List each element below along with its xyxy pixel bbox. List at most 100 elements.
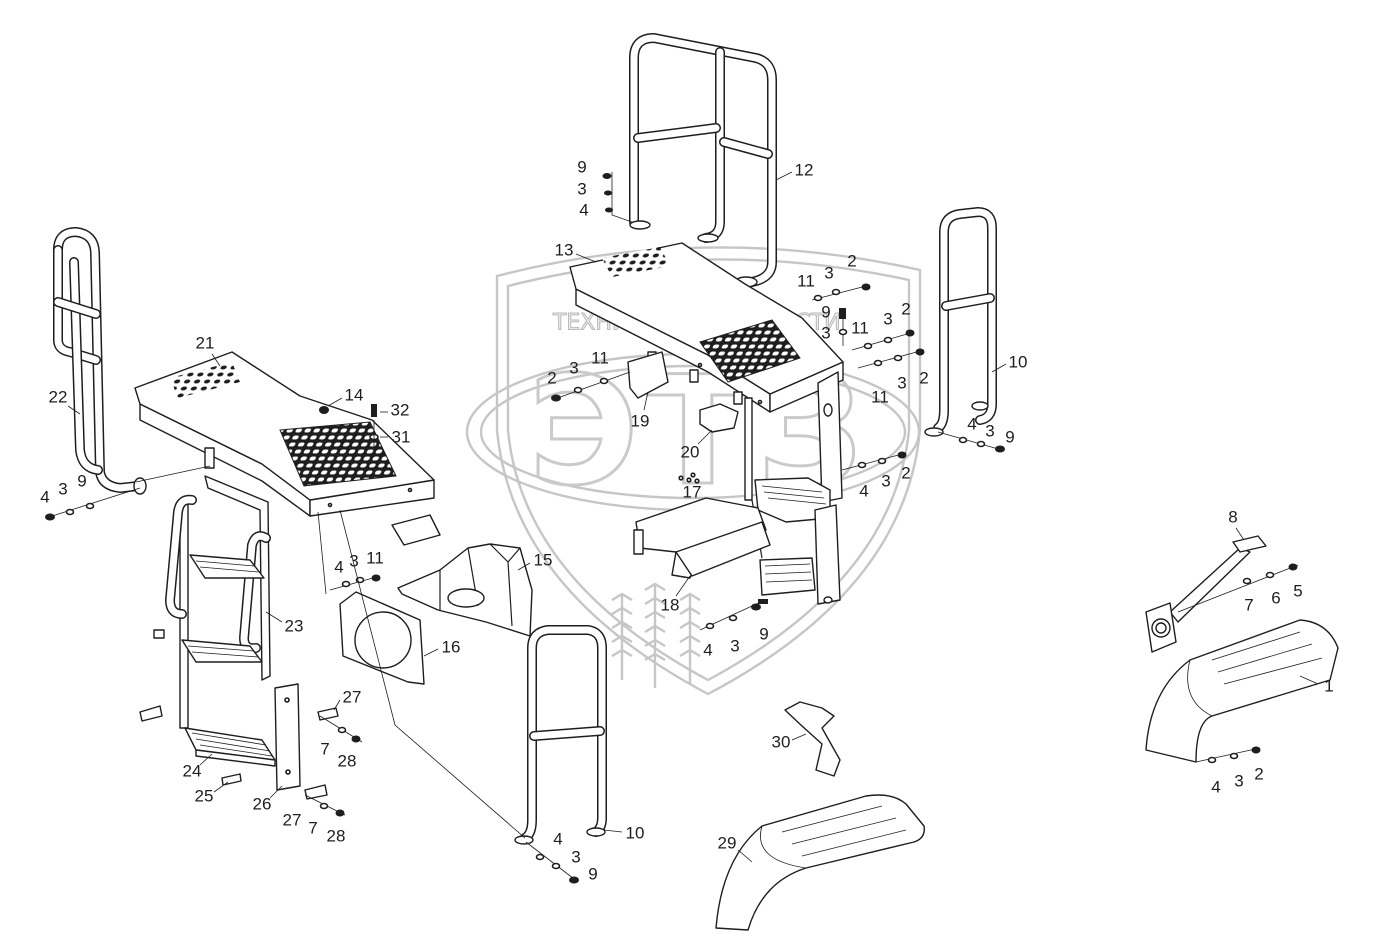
- bracket-18: [633, 497, 771, 579]
- ladder-23: [153, 475, 271, 729]
- bracket-8: [1145, 535, 1267, 653]
- callout-label: 28: [327, 827, 346, 846]
- wheat-ears-icon: [611, 582, 701, 688]
- callout-label: 12: [795, 161, 814, 180]
- callout-label: 11: [871, 388, 889, 407]
- callout-label: 31: [392, 428, 411, 447]
- callout-label: 1: [1324, 677, 1333, 696]
- fender-29: [715, 794, 925, 931]
- callout-label: 20: [681, 443, 700, 462]
- watermark-ring-inner: [479, 364, 907, 500]
- callout-label: 23: [285, 617, 304, 636]
- platform-21: [134, 351, 435, 517]
- callout-label: 13: [555, 241, 574, 260]
- watermark-shield-outer: [495, 246, 922, 696]
- callout-label: 2: [919, 369, 928, 388]
- callout-label: 10: [626, 824, 645, 843]
- callout-labels: 12 9 3 4 13 2 3 11 9 3 11 3 2 11 3 2 3 2…: [40, 158, 1333, 884]
- callout-label: 10: [1009, 353, 1028, 372]
- callout-label: 8: [1228, 508, 1237, 527]
- callout-label: 9: [821, 303, 830, 322]
- callout-label: 15: [534, 551, 553, 570]
- plate-25: [221, 773, 242, 786]
- bolt-32: [371, 404, 377, 417]
- callout-label: 3: [883, 310, 892, 329]
- callout-label: 2: [1254, 765, 1263, 784]
- ladder-assembly-right: [744, 371, 843, 605]
- callout-label: 22: [49, 388, 68, 407]
- callout-label: 17: [683, 483, 702, 502]
- callout-label: 3: [897, 374, 906, 393]
- callout-label: 28: [338, 752, 357, 771]
- callout-label: 7: [308, 819, 317, 838]
- handrail-10-bottom: [514, 625, 607, 845]
- callout-label: 3: [821, 324, 830, 343]
- callout-label: 4: [967, 415, 976, 434]
- bracket-30: [784, 701, 841, 777]
- callout-label: 3: [569, 359, 578, 378]
- callout-label: 4: [579, 201, 588, 220]
- callout-label: 32: [391, 401, 410, 420]
- callout-label: 27: [283, 811, 302, 830]
- callout-label: 4: [334, 558, 343, 577]
- callout-label: 4: [40, 488, 49, 507]
- callout-label: 3: [577, 180, 586, 199]
- callout-label: 3: [349, 552, 358, 571]
- callout-label: 3: [571, 848, 580, 867]
- bracket-19: [627, 351, 669, 399]
- callout-label: 9: [577, 158, 586, 177]
- callout-label: 11: [591, 349, 609, 368]
- bracket-20: [699, 403, 739, 433]
- callout-label: 3: [1234, 772, 1243, 791]
- callout-label: 21: [196, 334, 215, 353]
- callout-label: 9: [1005, 428, 1014, 447]
- callout-label: 4: [703, 641, 712, 660]
- platform-13: [569, 242, 844, 413]
- callout-label: 3: [58, 480, 67, 499]
- callout-label: 3: [730, 637, 739, 656]
- callout-label: 2: [547, 369, 556, 388]
- callout-label: 18: [661, 596, 680, 615]
- callout-label: 9: [588, 865, 597, 884]
- callout-label: 2: [901, 464, 910, 483]
- callout-label: 14: [345, 386, 364, 405]
- plate-26: [274, 683, 301, 791]
- shroud-16: [339, 591, 425, 685]
- callout-label: 24: [183, 762, 202, 781]
- callout-label: 11: [797, 272, 815, 291]
- callout-label: 9: [77, 472, 86, 491]
- callout-label: 4: [1211, 778, 1220, 797]
- plate-27-right: [317, 707, 339, 721]
- callout-label: 6: [1271, 589, 1280, 608]
- handrail-12: [629, 33, 777, 288]
- bolt-14: [319, 406, 329, 414]
- callout-label: 19: [631, 412, 650, 431]
- fasteners-17: [678, 472, 700, 484]
- callout-label: 2: [847, 252, 856, 271]
- step-24: [184, 727, 276, 767]
- fender-1: [1145, 619, 1339, 763]
- handrail-22: [53, 227, 147, 495]
- handrail-10-top: [924, 207, 997, 437]
- callout-label: 9: [759, 625, 768, 644]
- callout-label: 16: [442, 638, 461, 657]
- callout-label: 25: [195, 787, 214, 806]
- callout-label: 30: [772, 733, 791, 752]
- housing-15: [391, 514, 533, 637]
- callout-label: 3: [881, 472, 890, 491]
- callout-label: 11: [851, 319, 869, 338]
- callout-label: 5: [1293, 582, 1302, 601]
- callout-label: 11: [366, 549, 384, 568]
- callout-label: 26: [253, 795, 272, 814]
- callout-label: 27: [343, 688, 362, 707]
- callout-label: 4: [553, 830, 562, 849]
- callout-label: 3: [824, 264, 833, 283]
- fasteners: [45, 172, 1299, 884]
- plate-27-left: [139, 705, 163, 722]
- callout-label: 4: [859, 482, 868, 501]
- leader-lines: [67, 171, 1319, 863]
- callout-label: 7: [320, 740, 329, 759]
- callout-label: 29: [718, 834, 737, 853]
- callout-label: 7: [1244, 596, 1253, 615]
